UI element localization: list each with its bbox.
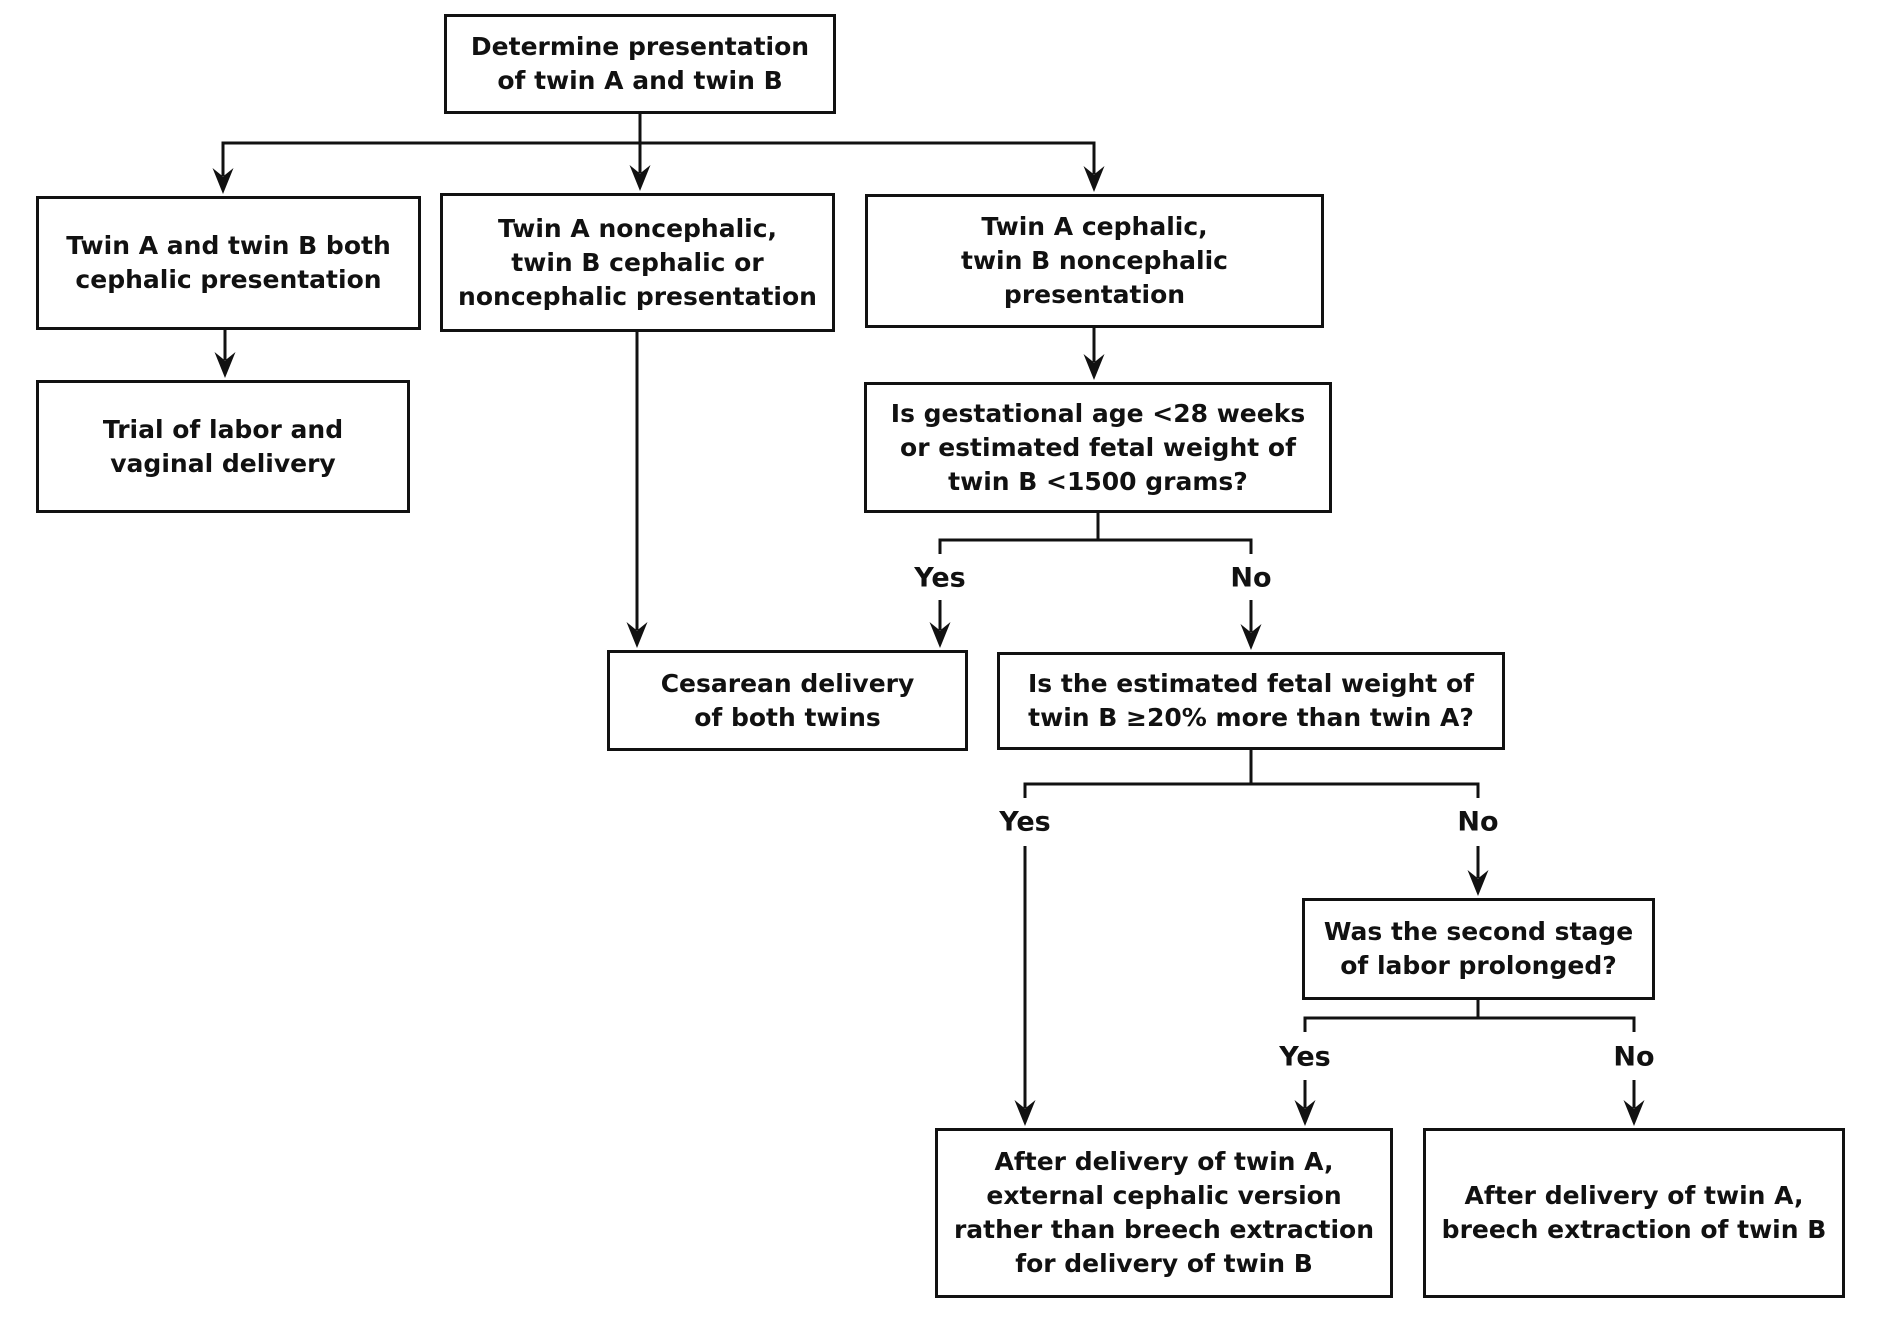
edge-label-gestational-yes: Yes [910,562,970,594]
node-external-cephalic-version: After delivery of twin A, external cepha… [935,1128,1393,1298]
edge-label-gestational-no: No [1226,562,1276,594]
node-determine-presentation: Determine presentation of twin A and twi… [444,14,836,114]
node-gestational-age-question: Is gestational age <28 weeks or estimate… [864,382,1332,513]
edge-label-fetal-weight-no: No [1453,806,1503,838]
node-fetal-weight-question: Is the estimated fetal weight of twin B … [997,652,1505,750]
edge-label-fetal-weight-yes: Yes [995,806,1055,838]
node-twin-a-noncephalic: Twin A noncephalic, twin B cephalic or n… [440,193,835,332]
node-twin-a-cephalic: Twin A cephalic, twin B noncephalic pres… [865,194,1324,328]
edge-label-second-stage-yes: Yes [1275,1041,1335,1073]
node-both-cephalic: Twin A and twin B both cephalic presenta… [36,196,421,330]
node-trial-of-labor: Trial of labor and vaginal delivery [36,380,410,513]
node-cesarean-delivery: Cesarean delivery of both twins [607,650,968,751]
node-second-stage-question: Was the second stage of labor prolonged? [1302,898,1655,1000]
edge-label-second-stage-no: No [1609,1041,1659,1073]
node-breech-extraction: After delivery of twin A, breech extract… [1423,1128,1845,1298]
